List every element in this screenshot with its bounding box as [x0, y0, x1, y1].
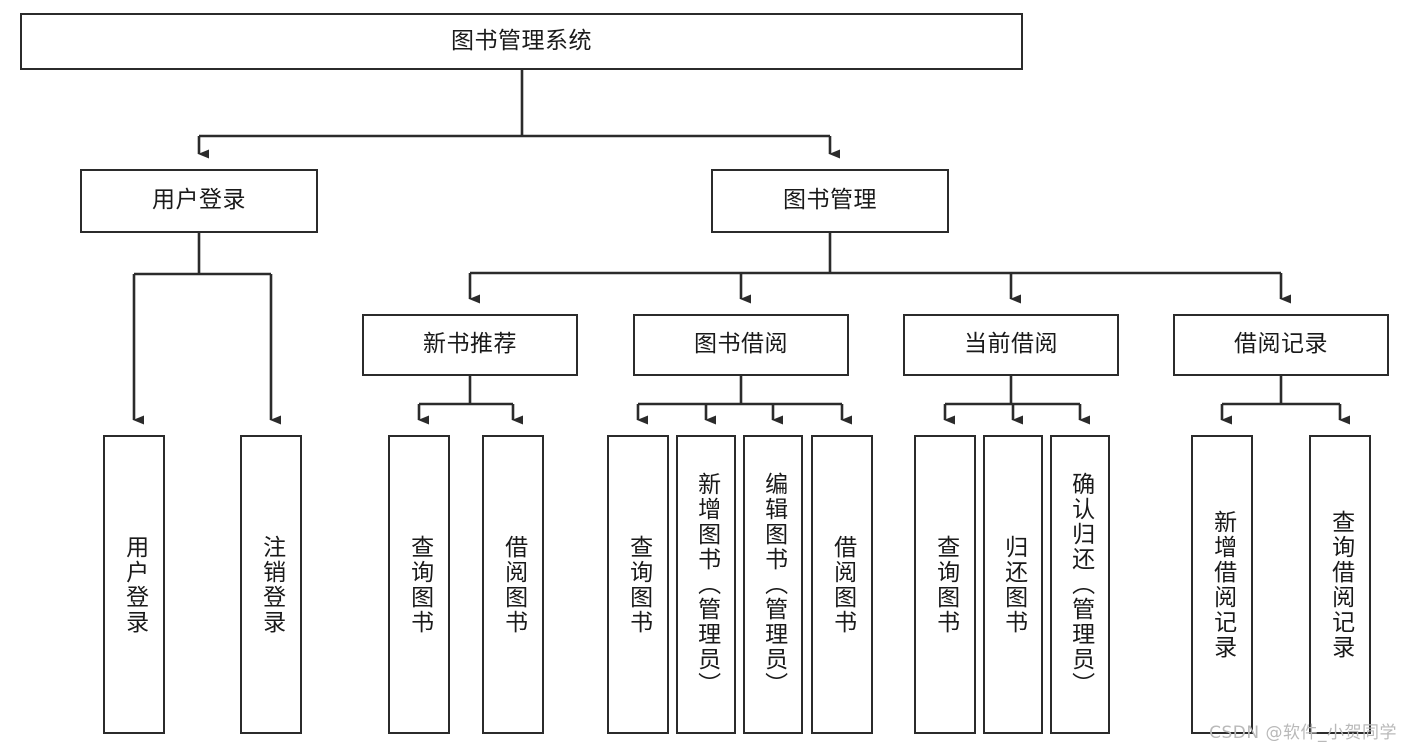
- node-label: 图书管理系统: [451, 27, 592, 54]
- node-label: 新增图书（管理员）: [693, 472, 720, 697]
- leaf-confirm-return-admin[interactable]: 确认归还（管理员）: [1050, 435, 1110, 734]
- node-current-borrow[interactable]: 当前借阅: [903, 314, 1119, 376]
- node-label: 借阅记录: [1234, 331, 1328, 358]
- leaf-borrow-book-recommend[interactable]: 借阅图书: [482, 435, 544, 734]
- node-label: 用户登录: [121, 534, 148, 635]
- leaf-query-book-current[interactable]: 查询图书: [914, 435, 976, 734]
- node-root-system[interactable]: 图书管理系统: [20, 13, 1023, 70]
- node-borrow-record[interactable]: 借阅记录: [1173, 314, 1389, 376]
- node-label: 查询借阅记录: [1327, 509, 1354, 660]
- leaf-user-login[interactable]: 用户登录: [103, 435, 165, 734]
- node-label: 图书借阅: [694, 331, 788, 358]
- leaf-add-book-admin[interactable]: 新增图书（管理员）: [676, 435, 736, 734]
- leaf-query-borrow-record[interactable]: 查询借阅记录: [1309, 435, 1371, 734]
- node-label: 查询图书: [406, 534, 433, 635]
- leaf-add-borrow-record[interactable]: 新增借阅记录: [1191, 435, 1253, 734]
- node-label: 借阅图书: [829, 534, 856, 635]
- leaf-borrow-book[interactable]: 借阅图书: [811, 435, 873, 734]
- node-label: 当前借阅: [964, 331, 1058, 358]
- node-book-borrow[interactable]: 图书借阅: [633, 314, 849, 376]
- node-book-management[interactable]: 图书管理: [711, 169, 949, 233]
- node-label: 新增借阅记录: [1209, 509, 1236, 660]
- leaf-edit-book-admin[interactable]: 编辑图书（管理员）: [743, 435, 803, 734]
- leaf-query-book-borrow[interactable]: 查询图书: [607, 435, 669, 734]
- node-label: 归还图书: [1000, 534, 1027, 635]
- node-label: 确认归还（管理员）: [1067, 472, 1094, 697]
- node-new-book-recommend[interactable]: 新书推荐: [362, 314, 578, 376]
- node-label: 编辑图书（管理员）: [760, 472, 787, 697]
- node-label: 查询图书: [932, 534, 959, 635]
- leaf-query-book-recommend[interactable]: 查询图书: [388, 435, 450, 734]
- node-label: 注销登录: [258, 534, 285, 635]
- node-user-login[interactable]: 用户登录: [80, 169, 318, 233]
- csdn-watermark: CSDN @软件_小贺同学: [1209, 723, 1397, 743]
- node-label: 图书管理: [783, 187, 877, 214]
- leaf-logout[interactable]: 注销登录: [240, 435, 302, 734]
- node-label: 借阅图书: [500, 534, 527, 635]
- node-label: 用户登录: [152, 187, 246, 214]
- leaf-return-book[interactable]: 归还图书: [983, 435, 1043, 734]
- node-label: 新书推荐: [423, 331, 517, 358]
- node-label: 查询图书: [625, 534, 652, 635]
